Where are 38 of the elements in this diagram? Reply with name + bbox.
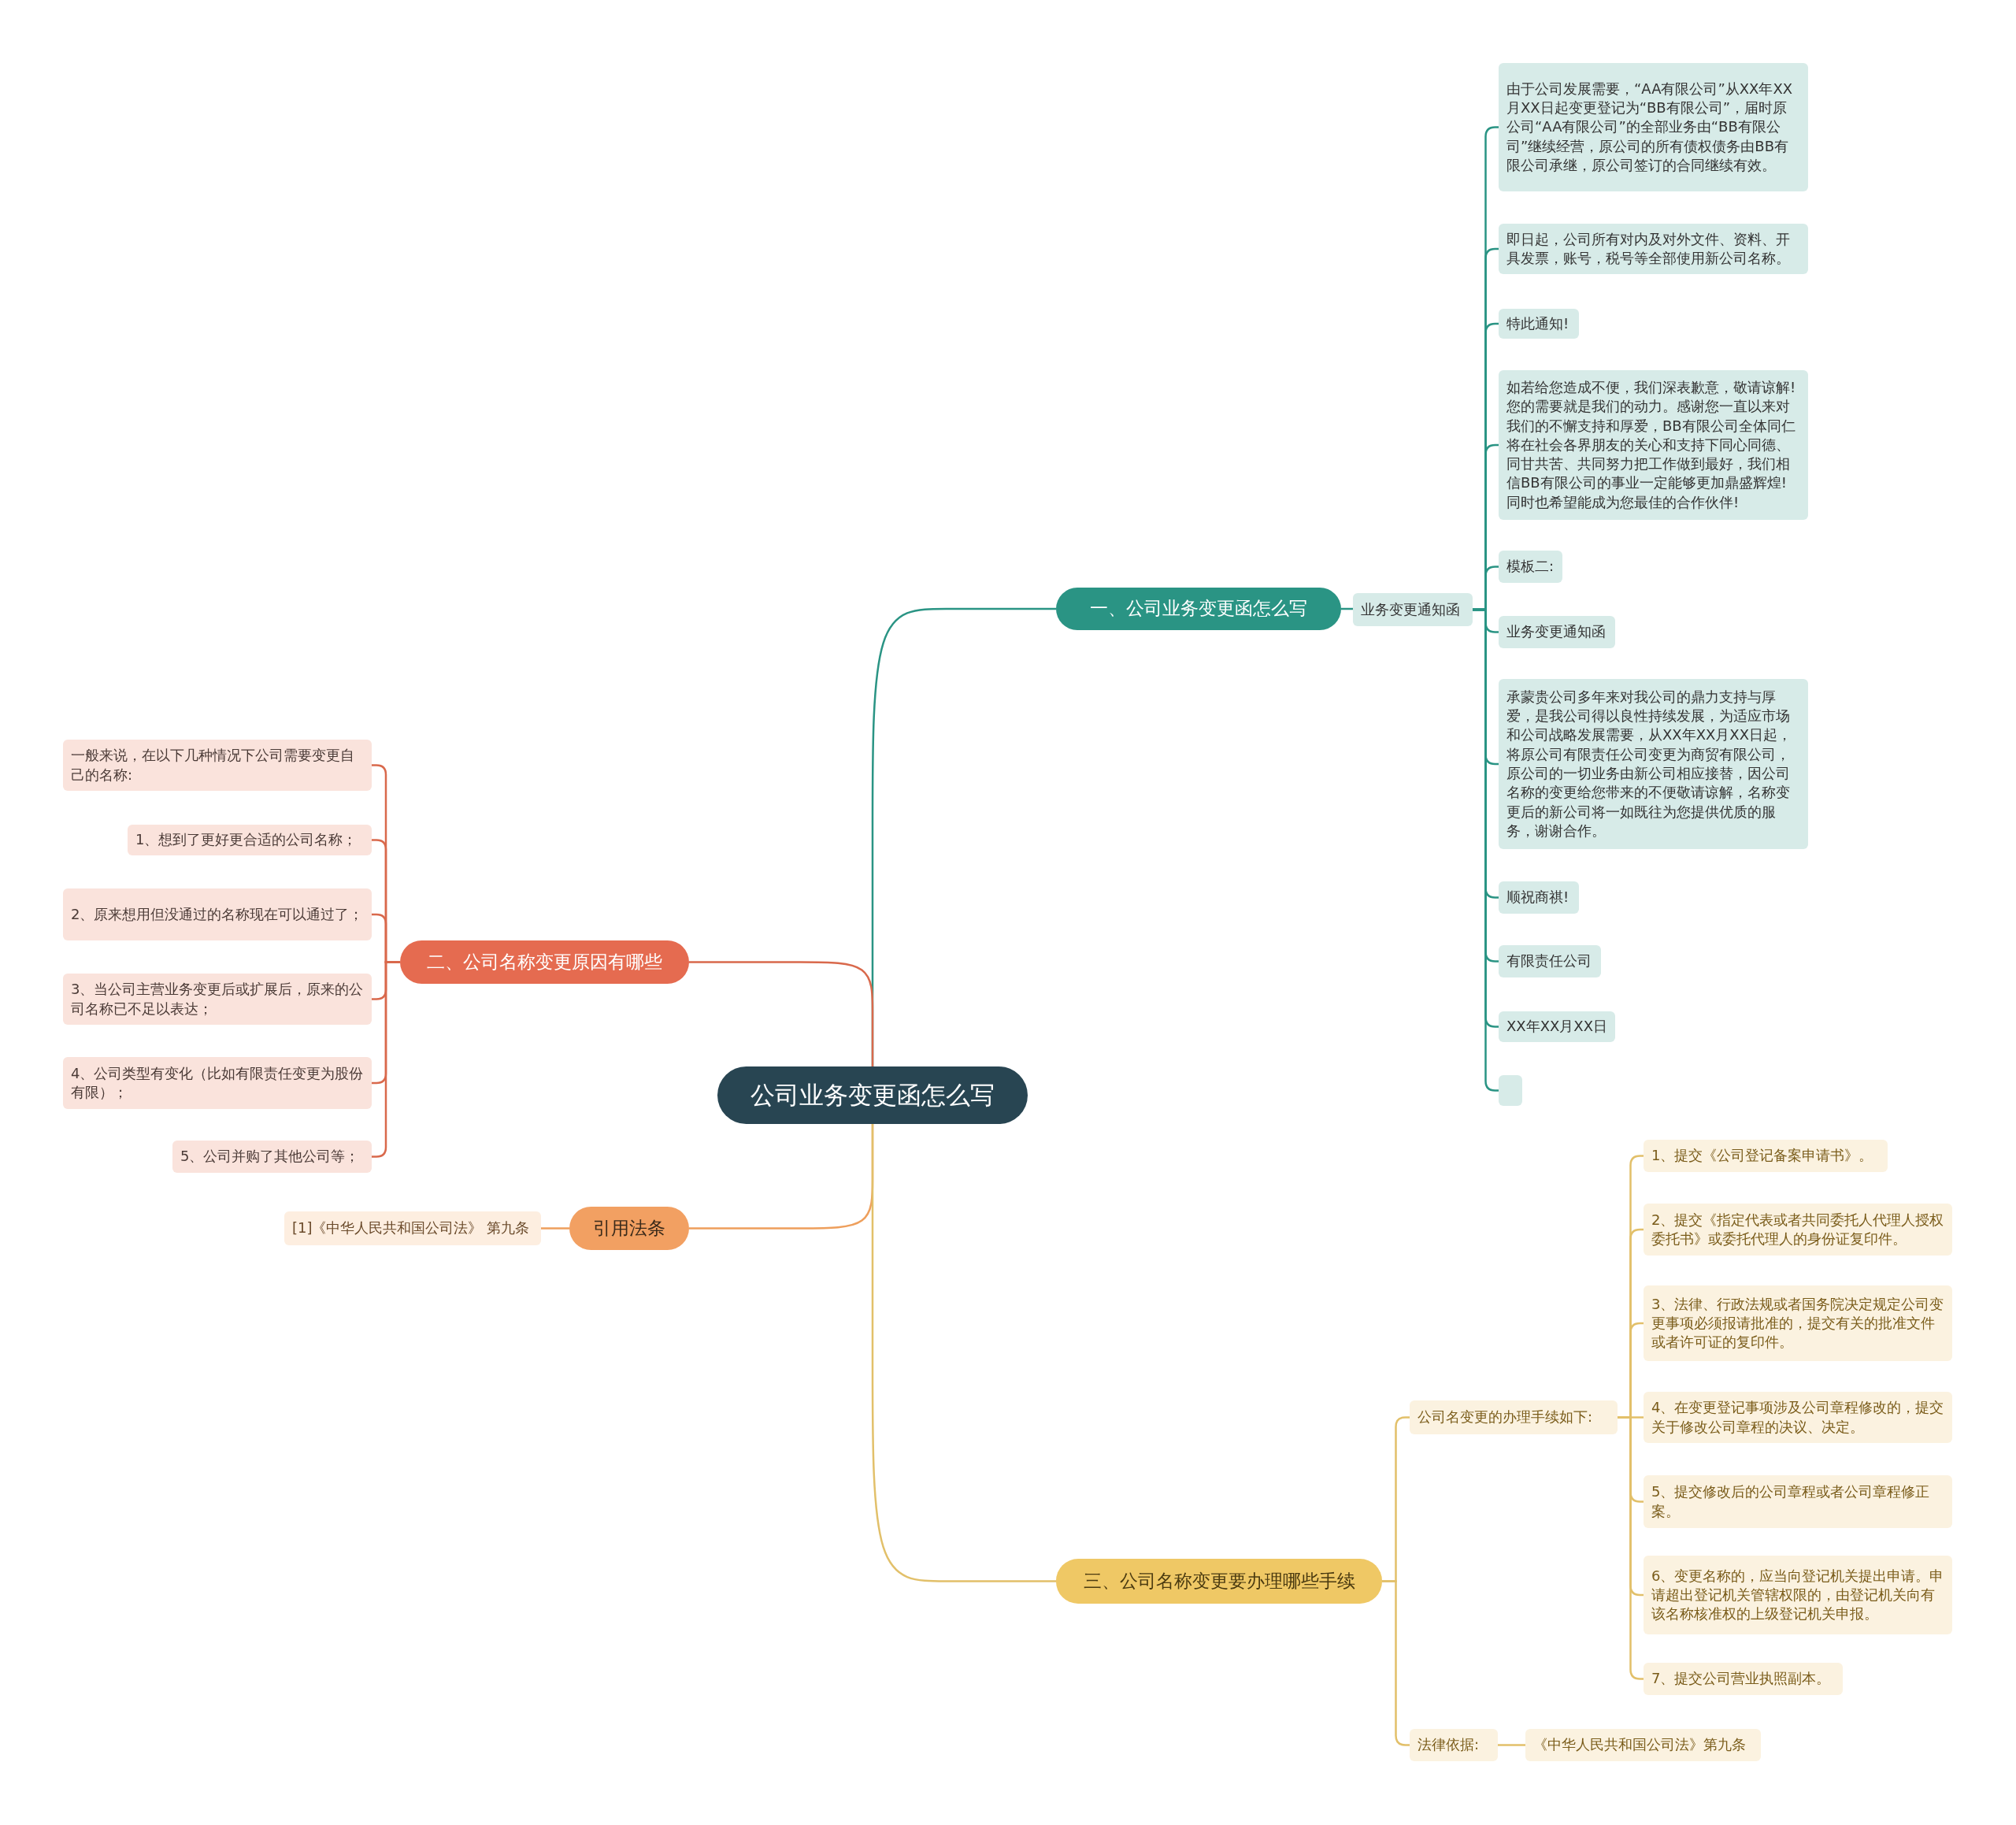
subtopic-card: 由于公司发展需要，“AA有限公司”从XX年XX月XX日起变更登记为“BB有限公司”，届时原公司“AA有限公司”的全部业务由“BB有限公司”继续经营，原公司的所有债权债务由BB有限公司承继，原公司签订的合同继续有效。 [1499, 63, 1808, 191]
subtopic-card: [1]《中华人民共和国公司法》 第九条 [284, 1211, 541, 1245]
subtopic-card: 法律依据: [1410, 1729, 1498, 1761]
subtopic-card: 《中华人民共和国公司法》第九条 [1525, 1729, 1761, 1761]
branch-topic: 引用法条 [569, 1207, 689, 1250]
connector-line [689, 961, 874, 1066]
subtopic-card: 即日起，公司所有对内及对外文件、资料、开具发票，账号，税号等全部使用新公司名称。 [1499, 224, 1808, 274]
subtopic-card: 7、提交公司营业执照副本。 [1644, 1663, 1843, 1695]
branch-topic: 一、公司业务变更函怎么写 [1056, 588, 1341, 630]
branch-topic: 三、公司名称变更要办理哪些手续 [1056, 1559, 1382, 1604]
subtopic-card: 一般来说，在以下几种情况下公司需要变更自己的名称: [63, 740, 372, 791]
subtopic-card: 5、提交修改后的公司章程或者公司章程修正案。 [1644, 1475, 1952, 1528]
branch-topic: 二、公司名称变更原因有哪些 [400, 940, 689, 984]
subtopic-card: 2、原来想用但没通过的名称现在可以通过了； [63, 888, 372, 940]
connector-line [541, 1227, 569, 1230]
subtopic-card: 顺祝商祺! [1499, 881, 1579, 914]
subtopic-card: 如若给您造成不便，我们深表歉意，敬请谅解!您的需要就是我们的动力。感谢您一直以来对我们的不懈支持和厚爱，BB有限公司全体同仁将在社会各界朋友的关心和支持下同心同德、同甘共苦、共同努力把工作做到最好，我们相信BB有限公司的事业一定能够更加鼎盛辉煌!同时也希望能成为您最佳的合作伙伴! [1499, 370, 1808, 520]
subtopic-card: 4、在变更登记事项涉及公司章程修改的，提交关于修改公司章程的决议、决定。 [1644, 1392, 1952, 1443]
subtopic-card: 承蒙贵公司多年来对我公司的鼎力支持与厚爱，是我公司得以良性持续发展，为适应市场和公司战略发展需要，从XX年XX月XX日起，将原公司有限责任公司变更为商贸有限公司，原公司的一切业务由新公司相应接替，因公司名称的变更给您带来的不便敬请谅解，名称变更后的新公司将一如既往为您提供优质的服务，谢谢合作。 [1499, 679, 1808, 849]
subtopic-card: 业务变更通知函 [1353, 593, 1473, 626]
connector-line [871, 1124, 1056, 1582]
subtopic-card: 4、公司类型有变化（比如有限责任变更为股份有限）； [63, 1057, 372, 1109]
empty-topic [1499, 1075, 1522, 1106]
subtopic-card: 3、法律、行政法规或者国务院决定规定公司变更事项必须报请批准的，提交有关的批准文件或者许可证的复印件。 [1644, 1285, 1952, 1361]
subtopic-card: 公司名变更的办理手续如下: [1410, 1400, 1618, 1434]
subtopic-card: 模板二: [1499, 551, 1562, 583]
subtopic-card: 5、公司并购了其他公司等； [172, 1141, 372, 1173]
subtopic-card: 1、想到了更好更合适的公司名称； [128, 825, 372, 855]
connector-line [1498, 1744, 1525, 1746]
subtopic-card: 1、提交《公司登记备案申请书》。 [1644, 1140, 1888, 1172]
subtopic-card: 3、当公司主营业务变更后或扩展后，原来的公司名称已不足以表达； [63, 974, 372, 1025]
subtopic-card: 2、提交《指定代表或者共同委托人代理人授权委托书》或委托代理人的身份证复印件。 [1644, 1204, 1952, 1256]
subtopic-card: 业务变更通知函 [1499, 616, 1615, 648]
subtopic-card: 6、变更名称的，应当向登记机关提出申请。申请超出登记机关管辖权限的，由登记机关向有该名称核准权的上级登记机关申报。 [1644, 1556, 1952, 1634]
subtopic-card: 有限责任公司 [1499, 945, 1601, 977]
subtopic-card: XX年XX月XX日 [1499, 1011, 1615, 1042]
central-topic: 公司业务变更函怎么写 [717, 1066, 1028, 1124]
subtopic-card: 特此通知! [1499, 309, 1579, 339]
